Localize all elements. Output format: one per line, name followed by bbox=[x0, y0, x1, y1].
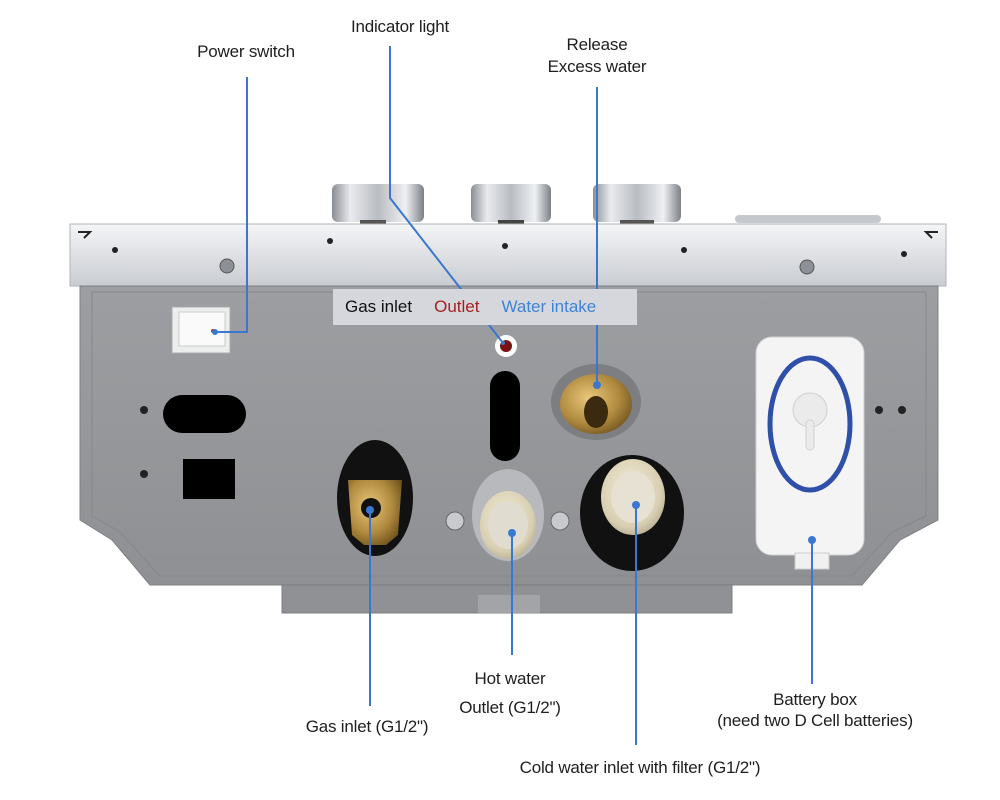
sticker-water-intake: Water intake bbox=[501, 297, 597, 316]
connection-sticker: Gas inlet Outlet Water intake bbox=[333, 289, 637, 325]
cold-water-inlet-fitting bbox=[580, 455, 684, 571]
vent-slot-vertical bbox=[490, 371, 520, 461]
label-release-1: Release bbox=[566, 35, 628, 54]
label-hot-water-2: Outlet (G1/2") bbox=[459, 698, 561, 717]
control-knob bbox=[471, 184, 551, 226]
control-knob bbox=[593, 184, 681, 226]
label-hot-water-1: Hot water bbox=[474, 669, 546, 688]
vent-slot bbox=[163, 395, 246, 433]
release-valve bbox=[551, 364, 641, 440]
control-knob bbox=[332, 184, 424, 226]
screw-icon bbox=[219, 258, 235, 274]
hot-water-outlet-fitting bbox=[445, 469, 570, 561]
battery-box[interactable] bbox=[755, 336, 865, 570]
label-power-switch: Power switch bbox=[197, 42, 295, 61]
power-switch[interactable] bbox=[171, 306, 231, 354]
label-cold-water: Cold water inlet with filter (G1/2") bbox=[519, 758, 761, 777]
label-gas-inlet: Gas inlet (G1/2") bbox=[305, 717, 429, 736]
top-fitting bbox=[735, 215, 881, 223]
label-indicator-light: Indicator light bbox=[350, 17, 450, 36]
label-battery-1: Battery box bbox=[773, 690, 857, 709]
label-release-2: Excess water bbox=[547, 57, 647, 76]
gas-inlet-fitting bbox=[337, 440, 413, 556]
vent-square bbox=[183, 459, 235, 499]
sticker-gas-inlet: Gas inlet bbox=[345, 297, 413, 316]
screw-icon bbox=[799, 259, 815, 275]
label-battery-2: (need two D Cell batteries) bbox=[717, 711, 913, 730]
sticker-outlet: Outlet bbox=[434, 297, 480, 316]
